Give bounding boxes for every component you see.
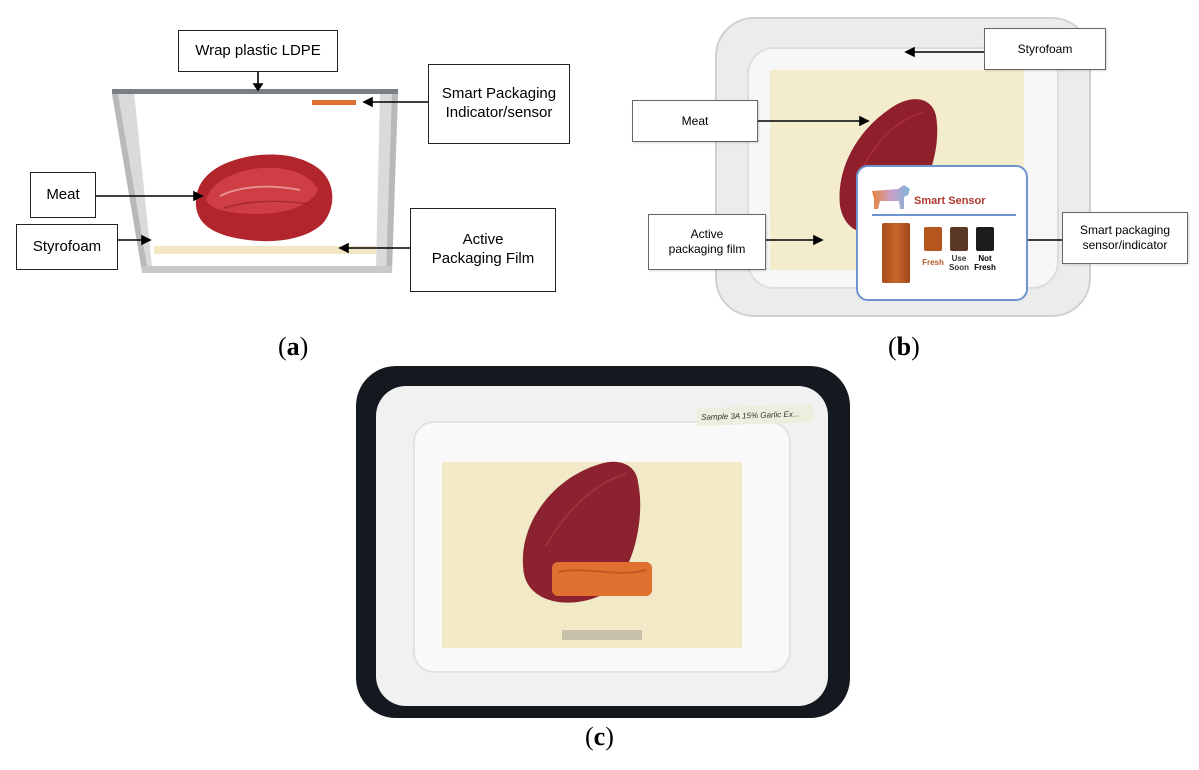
tray-cross-section [96, 72, 428, 273]
label-use-soon: Use Soon [949, 254, 969, 272]
tray-bottom [142, 266, 392, 273]
meat-illustration [195, 154, 333, 242]
tray-wall-left [116, 92, 152, 266]
swatch-not-fresh [976, 227, 994, 251]
active-packaging-film [154, 246, 376, 254]
label-styrofoam: Styrofoam [16, 224, 118, 270]
label-wrap-plastic: Wrap plastic LDPE [178, 30, 338, 72]
swatch-fresh [924, 227, 942, 251]
tray-wall-right-outer [386, 94, 398, 272]
sensor-sample-c [552, 562, 652, 596]
smart-sensor-inset: Smart Sensor Fresh Use Soon Not Fresh [856, 165, 1028, 301]
swatch-use-soon [950, 227, 968, 251]
ldpe-wrap [112, 89, 398, 94]
smart-indicator-strip [312, 100, 356, 105]
label-active-film-b: Active packaging film [648, 214, 766, 270]
tray-photo-c [356, 366, 850, 718]
tray-wall-left-outer [112, 94, 148, 272]
film-shadow [562, 630, 642, 640]
label-smart-packaging-b: Smart packaging sensor/indicator [1062, 212, 1188, 264]
sensor-title: Smart Sensor [914, 195, 986, 207]
caption-c: (c) [585, 722, 614, 751]
label-fresh: Fresh [922, 258, 944, 267]
caption-a: (a) [278, 332, 309, 361]
label-meat-b: Meat [632, 100, 758, 142]
label-styrofoam-b: Styrofoam [984, 28, 1106, 70]
sensor-divider [872, 214, 1016, 216]
label-active-film: Active Packaging Film [410, 208, 556, 292]
cow-icon [872, 185, 910, 209]
panel-a: Wrap plastic LDPE Smart Packaging Indica… [0, 0, 600, 361]
panel-c [356, 366, 850, 718]
caption-b: (b) [888, 332, 920, 361]
label-meat: Meat [30, 172, 96, 218]
label-not-fresh: Not Fresh [974, 254, 996, 272]
sensor-sample-strip [882, 223, 910, 283]
label-smart-packaging: Smart Packaging Indicator/sensor [428, 64, 570, 144]
